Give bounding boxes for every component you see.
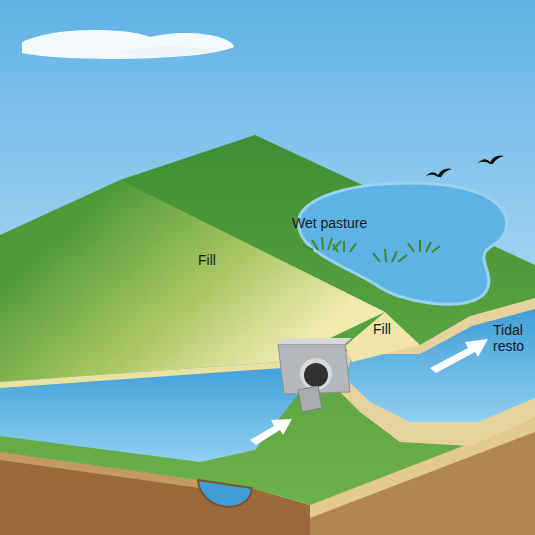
fill-slope xyxy=(345,312,420,362)
flow-label: Tidal resto xyxy=(493,322,533,354)
culvert-ring xyxy=(300,358,332,390)
fill-label: Fill xyxy=(198,252,216,268)
bird xyxy=(478,156,504,164)
area-label: Wet pasture xyxy=(292,215,367,231)
flow-arrow xyxy=(250,419,292,445)
cloud xyxy=(22,30,234,59)
wet-pasture-pond xyxy=(298,183,506,304)
fill-label: Fill xyxy=(373,321,391,337)
bird xyxy=(426,169,452,177)
grass-tufts xyxy=(303,237,440,262)
levee-toe xyxy=(0,362,282,388)
ground-surface xyxy=(0,135,535,505)
sand-bank xyxy=(330,298,535,446)
flap-gate xyxy=(298,386,322,412)
culvert-opening xyxy=(304,363,328,387)
culvert-top xyxy=(278,338,352,344)
channel-section xyxy=(198,480,252,507)
flow-arrow xyxy=(430,339,488,373)
tidal-channel xyxy=(345,309,535,422)
cloud xyxy=(120,47,214,57)
